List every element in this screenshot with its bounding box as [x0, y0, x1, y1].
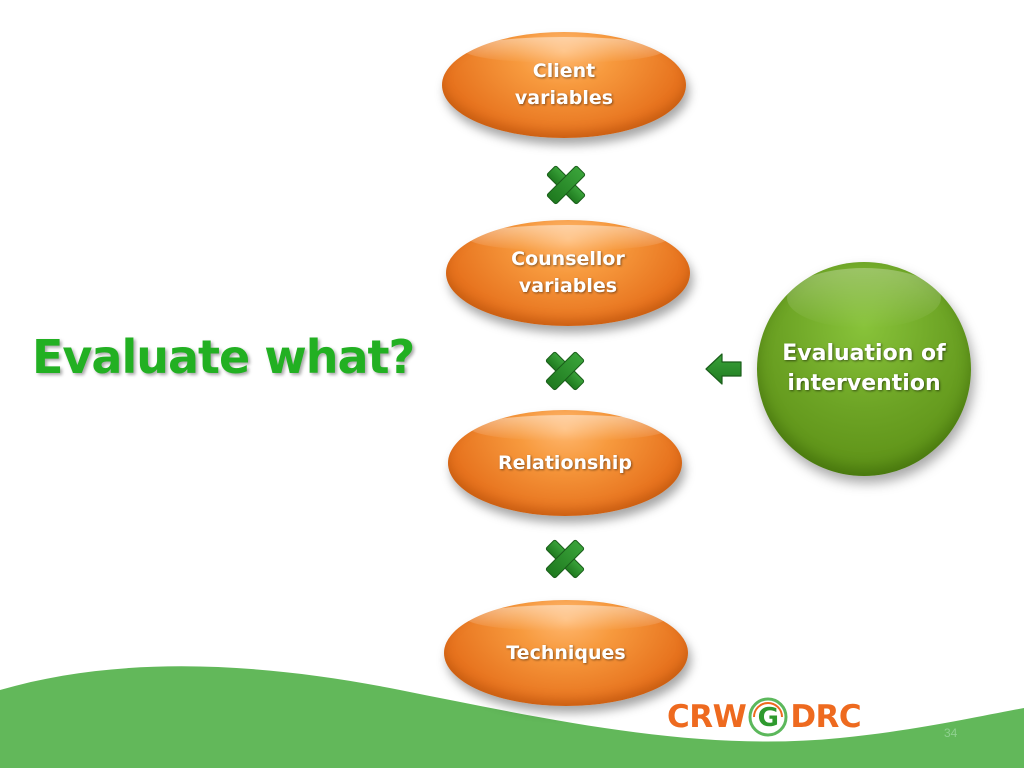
- client-variables-node: Client variables: [442, 32, 686, 138]
- logo-center-letter: G: [758, 703, 779, 733]
- crwgdrc-logo: CRW G DRC: [667, 693, 862, 741]
- logo-g-emblem: G: [748, 697, 788, 737]
- relationship-node: Relationship: [448, 410, 682, 516]
- multiply-x-icon: [545, 351, 585, 391]
- evaluation-label: Evaluation of intervention: [782, 341, 946, 396]
- counsellor-variables-node: Counsellor variables: [446, 220, 690, 326]
- slide-title: Evaluate what?: [32, 330, 415, 384]
- node-label: Techniques: [506, 641, 626, 664]
- left-arrow-icon: [705, 353, 742, 385]
- multiply-x-icon: [545, 539, 585, 579]
- techniques-node: Techniques: [444, 600, 688, 706]
- node-label: Relationship: [498, 451, 632, 474]
- node-label: Client variables: [514, 60, 614, 109]
- page-number: 34: [944, 726, 958, 740]
- multiply-x-icon: [546, 165, 586, 205]
- logo-right-text: DRC: [790, 699, 862, 735]
- evaluation-of-intervention-node: Evaluation of intervention: [757, 262, 971, 476]
- logo-left-text: CRW: [667, 699, 747, 735]
- node-label: Counsellor variables: [511, 248, 625, 297]
